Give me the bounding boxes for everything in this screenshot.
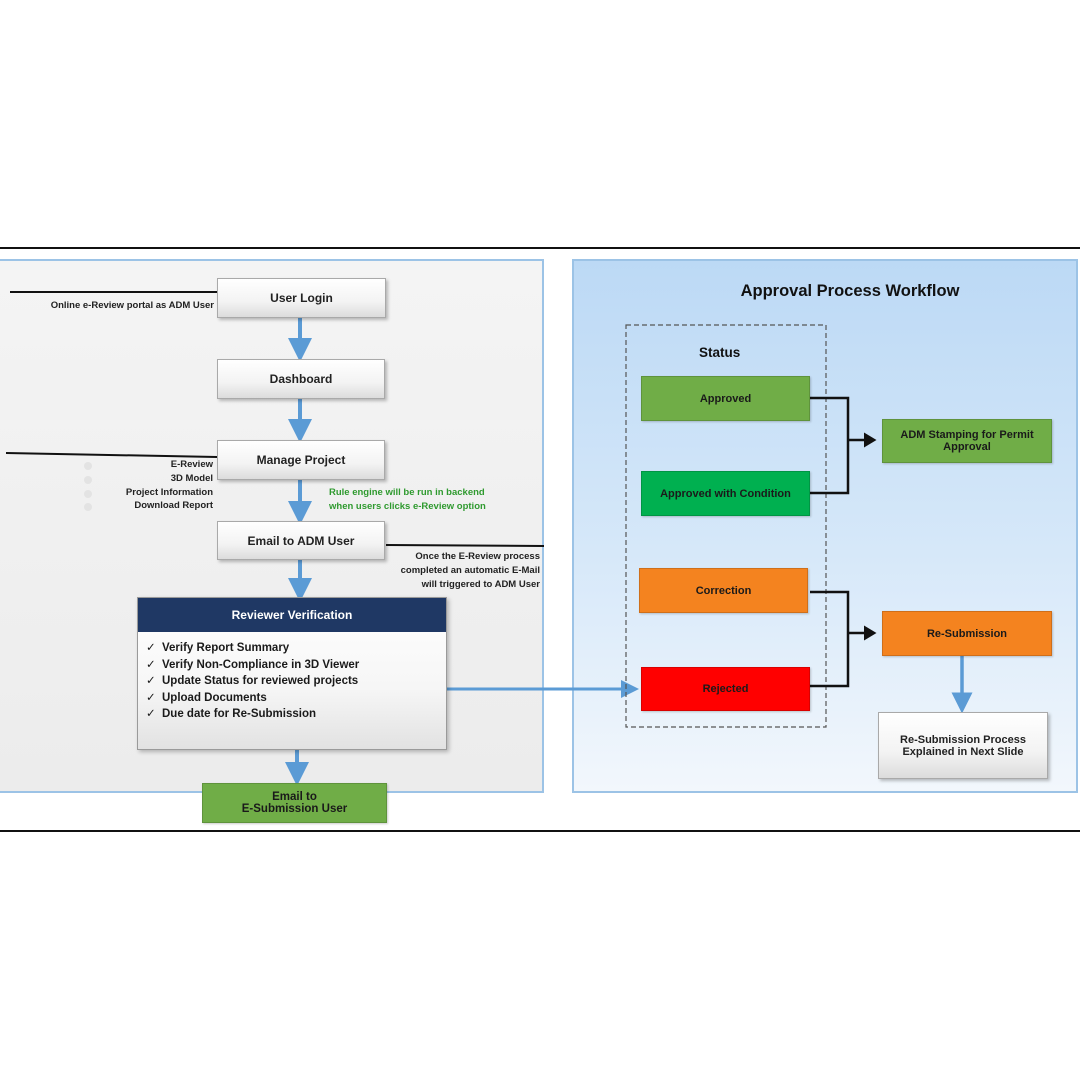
workflow-title: Approval Process Workflow [740, 282, 960, 300]
manage-menu-download-report[interactable]: Download Report [134, 500, 213, 511]
manage-project-step[interactable]: Manage Project [217, 440, 385, 480]
rule-engine-note-2: when users clicks e-Review option [329, 501, 486, 512]
manage-pointer-line [5, 452, 218, 458]
checklist-item-label: Upload Documents [162, 691, 267, 704]
email-note-1: Once the E-Review process [415, 551, 540, 562]
reviewer-checklist: ✓ Verify Report Summary ✓ Verify Non-Compl… [146, 640, 446, 723]
status-correction[interactable]: Correction [639, 568, 808, 613]
3d-model-icon [84, 476, 92, 484]
manage-project-label: Manage Project [256, 453, 346, 467]
e-review-icon [84, 462, 92, 470]
rule-engine-note-1: Rule engine will be run in backend [329, 487, 485, 498]
checklist-item: ✓ Update Status for reviewed projects [146, 673, 446, 690]
resubmission-label: Re-Submission [926, 627, 1008, 640]
status-rejected[interactable]: Rejected [641, 667, 810, 711]
manage-menu-project-information[interactable]: Project Information [125, 487, 213, 498]
dashboard-step[interactable]: Dashboard [217, 359, 385, 399]
manage-menu-e-review[interactable]: E-Review [170, 459, 213, 470]
frame-top-line [0, 247, 1080, 249]
email-pointer-line [385, 544, 545, 547]
status-rejected-label: Rejected [702, 683, 749, 695]
user-login-label: User Login [270, 291, 333, 305]
resubmission-process-box[interactable]: Re-Submission Process Explained in Next … [878, 712, 1048, 779]
checklist-item: ✓ Verify Report Summary [146, 640, 446, 657]
status-group-box [625, 324, 827, 728]
email-note-2: completed an automatic E-Mail [400, 565, 540, 576]
bracket-corrections [810, 590, 850, 688]
email-submission-user-box[interactable]: Email to E-Submission User [202, 783, 387, 823]
checklist-item-label: Verify Non-Compliance in 3D Viewer [162, 658, 360, 671]
adm-stamping-line-1: ADM Stamping for Permit [900, 429, 1034, 441]
frame-bottom-line [0, 830, 1080, 832]
check-icon: ✓ [146, 658, 156, 671]
check-icon: ✓ [146, 642, 156, 654]
status-heading: Status [699, 345, 741, 360]
status-approved[interactable]: Approved [641, 376, 810, 421]
reviewer-verification-card[interactable]: Reviewer Verification ✓ Verify Report Sum… [137, 597, 447, 750]
adm-stamping-box[interactable]: ADM Stamping for Permit Approval [882, 419, 1052, 463]
resubmission-box[interactable]: Re-Submission [882, 611, 1052, 656]
check-icon: ✓ [146, 708, 156, 720]
email-adm-step[interactable]: Email to ADM User [217, 521, 385, 560]
reviewer-verification-title: Reviewer Verification [138, 598, 446, 632]
checklist-item: ✓ Verify Non-Compliance in 3D Viewer [146, 657, 446, 674]
email-submission-line-1: Email to [272, 791, 317, 803]
resub-process-line-2: Explained in Next Slide [902, 745, 1024, 758]
checklist-item: ✓ Upload Documents [146, 690, 446, 707]
info-icon [84, 490, 92, 498]
user-login-step[interactable]: User Login [217, 278, 386, 318]
bracket-approvals [810, 396, 850, 495]
manage-menu-3d-model[interactable]: 3D Model [170, 473, 213, 484]
adm-stamping-line-2: Approval [943, 441, 991, 453]
login-note: Online e-Review portal as ADM User [50, 300, 214, 311]
email-note-3: will triggered to ADM User [421, 579, 540, 590]
resub-process-line-1: Re-Submission Process [900, 733, 1026, 746]
status-approved-label: Approved [699, 392, 752, 405]
check-icon: ✓ [146, 675, 156, 687]
checklist-item-label: Due date for Re-Submission [162, 708, 316, 720]
dashboard-label: Dashboard [269, 372, 333, 386]
status-approved-with-condition[interactable]: Approved with Condition [641, 471, 810, 516]
check-icon: ✓ [146, 691, 156, 704]
checklist-item: ✓ Due date for Re-Submission [146, 706, 446, 723]
status-correction-label: Correction [695, 584, 752, 597]
checklist-item-label: Update Status for reviewed projects [162, 675, 359, 687]
email-adm-label: Email to ADM User [247, 533, 355, 548]
checklist-item-label: Verify Report Summary [162, 642, 290, 654]
download-icon [84, 503, 92, 511]
status-approved-condition-label: Approved with Condition [660, 487, 791, 500]
email-submission-line-2: E-Submission User [241, 803, 348, 815]
